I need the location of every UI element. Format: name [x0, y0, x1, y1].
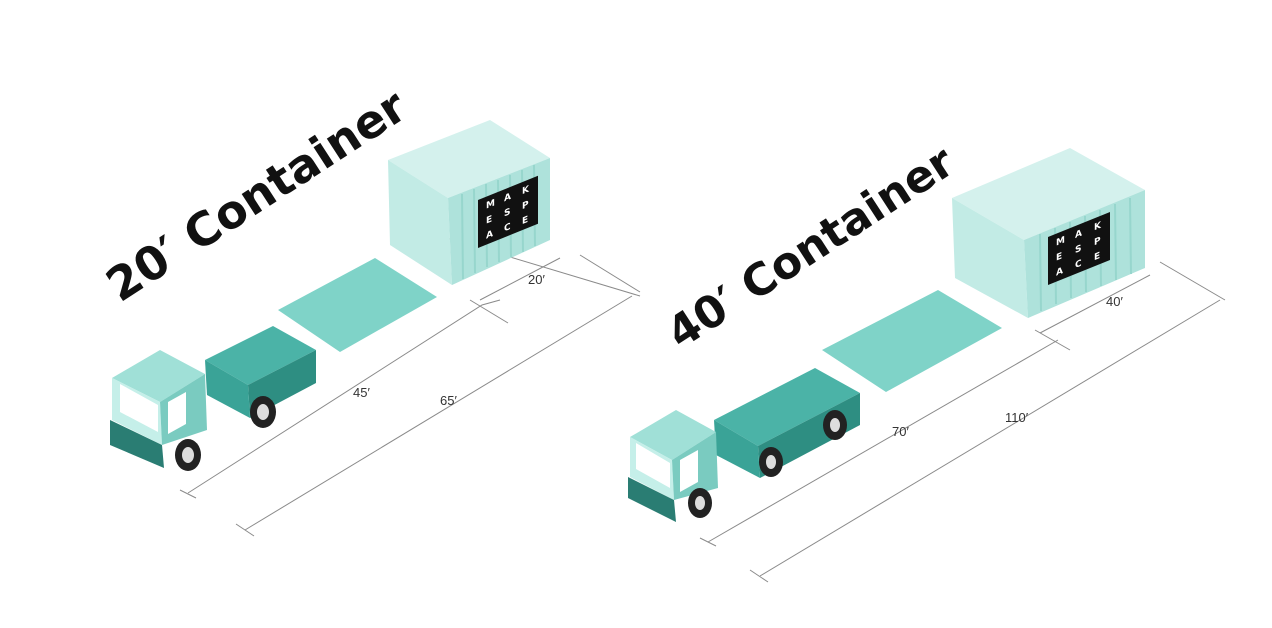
- shipping-container-20ft: M A K E S P A C E: [388, 120, 550, 285]
- svg-text:E: E: [486, 214, 492, 227]
- parking-pad-40ft: [822, 290, 1002, 392]
- makespace-logo: M A K E S P A C E: [478, 175, 538, 248]
- makespace-logo: M A K E S P A C E: [1048, 211, 1110, 285]
- svg-text:M: M: [486, 197, 495, 211]
- dimension-label-truck-length: 45′: [353, 385, 370, 400]
- scene-20ft: M A K E S P A C E: [97, 78, 641, 537]
- svg-text:S: S: [504, 206, 511, 219]
- dimension-label-total-length: 65′: [440, 393, 457, 408]
- dimension-label-truck-length: 70′: [892, 424, 909, 439]
- parking-pad-20ft: [278, 258, 437, 352]
- scene-40ft: M A K E S P A C E: [628, 136, 1226, 583]
- svg-text:A: A: [1075, 227, 1083, 241]
- dimension-lines-40ft: [699, 261, 1226, 583]
- svg-text:P: P: [522, 199, 529, 212]
- svg-text:E: E: [1056, 251, 1062, 264]
- svg-text:A: A: [486, 228, 494, 242]
- dimension-label-total-length: 110′: [1005, 410, 1029, 425]
- svg-text:C: C: [504, 221, 511, 234]
- svg-text:K: K: [1094, 220, 1102, 234]
- svg-text:A: A: [504, 191, 512, 205]
- svg-text:P: P: [1094, 235, 1101, 248]
- truck-40ft: [628, 368, 860, 522]
- svg-text:C: C: [1075, 258, 1082, 271]
- dimension-label-container-length: 40′: [1106, 294, 1123, 309]
- svg-text:K: K: [522, 183, 530, 197]
- svg-text:E: E: [1094, 250, 1100, 263]
- dimension-label-container-length: 20′: [528, 272, 545, 287]
- truck-20ft: [110, 326, 316, 471]
- svg-text:E: E: [522, 214, 528, 227]
- svg-text:A: A: [1056, 265, 1064, 279]
- shipping-container-40ft: M A K E S P A C E: [952, 148, 1145, 318]
- svg-text:M: M: [1056, 234, 1065, 248]
- svg-text:S: S: [1075, 243, 1082, 256]
